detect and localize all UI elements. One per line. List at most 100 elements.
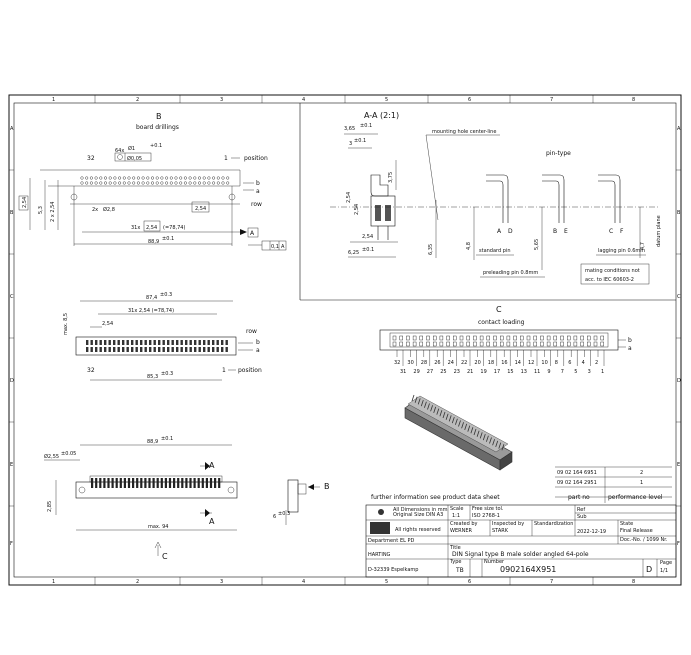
top-row-label: row bbox=[246, 328, 257, 335]
rights-text: All rights reserved bbox=[395, 527, 441, 533]
top-pin-b bbox=[90, 340, 93, 345]
contact-a bbox=[466, 341, 470, 347]
contact-number-bottom: 3 bbox=[588, 369, 591, 375]
top-pin-b bbox=[149, 340, 152, 345]
zone-row-b: B bbox=[10, 210, 14, 216]
sheet-size: D bbox=[646, 565, 652, 574]
contact-b bbox=[439, 335, 444, 341]
view-c-label: C bbox=[162, 552, 168, 561]
pin-c: C bbox=[609, 228, 613, 235]
level-row-1: 2 bbox=[640, 470, 643, 476]
drill-hole bbox=[226, 181, 230, 185]
drill-hole bbox=[113, 181, 117, 185]
contact-b bbox=[459, 335, 464, 341]
contact-b bbox=[580, 335, 584, 341]
dim-874: 87,4 bbox=[146, 295, 157, 301]
zone-col-1: 1 bbox=[52, 97, 55, 103]
drill-hole bbox=[221, 176, 225, 180]
contact-b bbox=[419, 335, 423, 341]
contact-a bbox=[573, 341, 578, 347]
front-pin bbox=[99, 478, 102, 488]
view-b-board-drillings: B board drillings 64x Ø1 +0.1 Ø0,05 32 1… bbox=[18, 112, 287, 251]
contact-number-top: 2 bbox=[595, 360, 598, 366]
iso-pin bbox=[467, 425, 471, 432]
top-pin-b bbox=[140, 340, 143, 345]
flatness-frame bbox=[261, 240, 287, 251]
dim-853-tol: ±0.3 bbox=[161, 371, 173, 377]
front-pin bbox=[156, 478, 159, 488]
contact-a bbox=[540, 341, 544, 347]
top-pin-a bbox=[117, 347, 120, 352]
contact-number-top: 24 bbox=[448, 360, 454, 366]
contact-b bbox=[553, 335, 557, 341]
section-arrow-top-icon bbox=[205, 462, 210, 470]
ref-label: Ref bbox=[577, 507, 585, 513]
front-pin bbox=[181, 478, 184, 488]
view-b-subtitle: board drillings bbox=[136, 124, 179, 131]
view-b-title: B bbox=[156, 112, 162, 121]
contact-a bbox=[419, 341, 423, 347]
drill-hole bbox=[150, 181, 154, 185]
drill-hole bbox=[127, 181, 131, 185]
top-pin-b bbox=[86, 340, 89, 345]
scale-value: 1:1 bbox=[452, 513, 460, 519]
zone-row-a-right: A bbox=[677, 126, 681, 132]
pin-e: E bbox=[564, 228, 568, 235]
top-pin-b bbox=[180, 340, 183, 345]
dim-6: 6 bbox=[273, 514, 276, 520]
contact-number-bottom: 11 bbox=[534, 369, 540, 375]
front-pin bbox=[132, 478, 135, 488]
scale-label: Scale bbox=[450, 506, 463, 512]
dim-box-254-right bbox=[191, 201, 210, 213]
top-pin-a bbox=[149, 347, 152, 352]
mating-note-1: mating conditions not bbox=[585, 268, 640, 274]
top-pin-b bbox=[216, 340, 219, 345]
contact-grid bbox=[392, 335, 604, 347]
dim-254-sec-c: 2,54 bbox=[362, 234, 373, 240]
contact-number-bottom: 25 bbox=[440, 369, 446, 375]
standard-pin-label: standard pin bbox=[479, 248, 511, 254]
top-pin-b bbox=[171, 340, 174, 345]
zone-row-d-right: D bbox=[677, 378, 681, 384]
front-pin bbox=[144, 478, 147, 488]
top-pin-a bbox=[90, 347, 93, 352]
iso-pin bbox=[436, 408, 440, 415]
contact-a bbox=[479, 341, 484, 347]
iso-pin bbox=[455, 418, 458, 425]
top-pin-b bbox=[117, 340, 120, 345]
section-aa-title: A-A (2:1) bbox=[364, 111, 399, 120]
dim-31x-top: 31x 2,54 (=78,74) bbox=[128, 308, 174, 314]
front-pin bbox=[214, 478, 217, 488]
drill-hole bbox=[141, 181, 145, 185]
contact-b bbox=[466, 335, 470, 341]
level-row-2: 1 bbox=[640, 480, 643, 486]
dim-2x-holes: 2x bbox=[92, 207, 98, 213]
contact-b bbox=[486, 335, 490, 341]
contact-a bbox=[412, 341, 417, 347]
mount-hole-label: mounting hole center-line bbox=[432, 129, 496, 135]
contact-a bbox=[587, 341, 591, 347]
position-tolerance-frame bbox=[114, 152, 152, 162]
drill-hole bbox=[188, 176, 192, 180]
iso-pin bbox=[451, 416, 455, 424]
top-pin-b bbox=[189, 340, 192, 345]
top-pin-b bbox=[203, 340, 206, 345]
front-pin bbox=[189, 478, 192, 488]
front-pin bbox=[185, 478, 188, 488]
zone-markers bbox=[9, 95, 681, 585]
top-pin-b bbox=[198, 340, 201, 345]
hole-dia: Ø1 bbox=[128, 145, 135, 152]
top-pin-a bbox=[153, 347, 156, 352]
iso-pin bbox=[495, 440, 499, 448]
top-pin-a bbox=[131, 347, 134, 352]
section-a-top: A bbox=[209, 461, 215, 470]
dim-889-tol: ±0.1 bbox=[162, 236, 174, 242]
drill-hole bbox=[216, 176, 220, 180]
pin-preleading-shape bbox=[542, 174, 565, 223]
drill-hole bbox=[193, 181, 197, 185]
pin-a: A bbox=[497, 228, 502, 235]
contact-b bbox=[453, 335, 457, 341]
drill-hole bbox=[94, 181, 98, 185]
contact-number-bottom: 15 bbox=[507, 369, 513, 375]
view-c-arrow-icon bbox=[154, 541, 162, 556]
